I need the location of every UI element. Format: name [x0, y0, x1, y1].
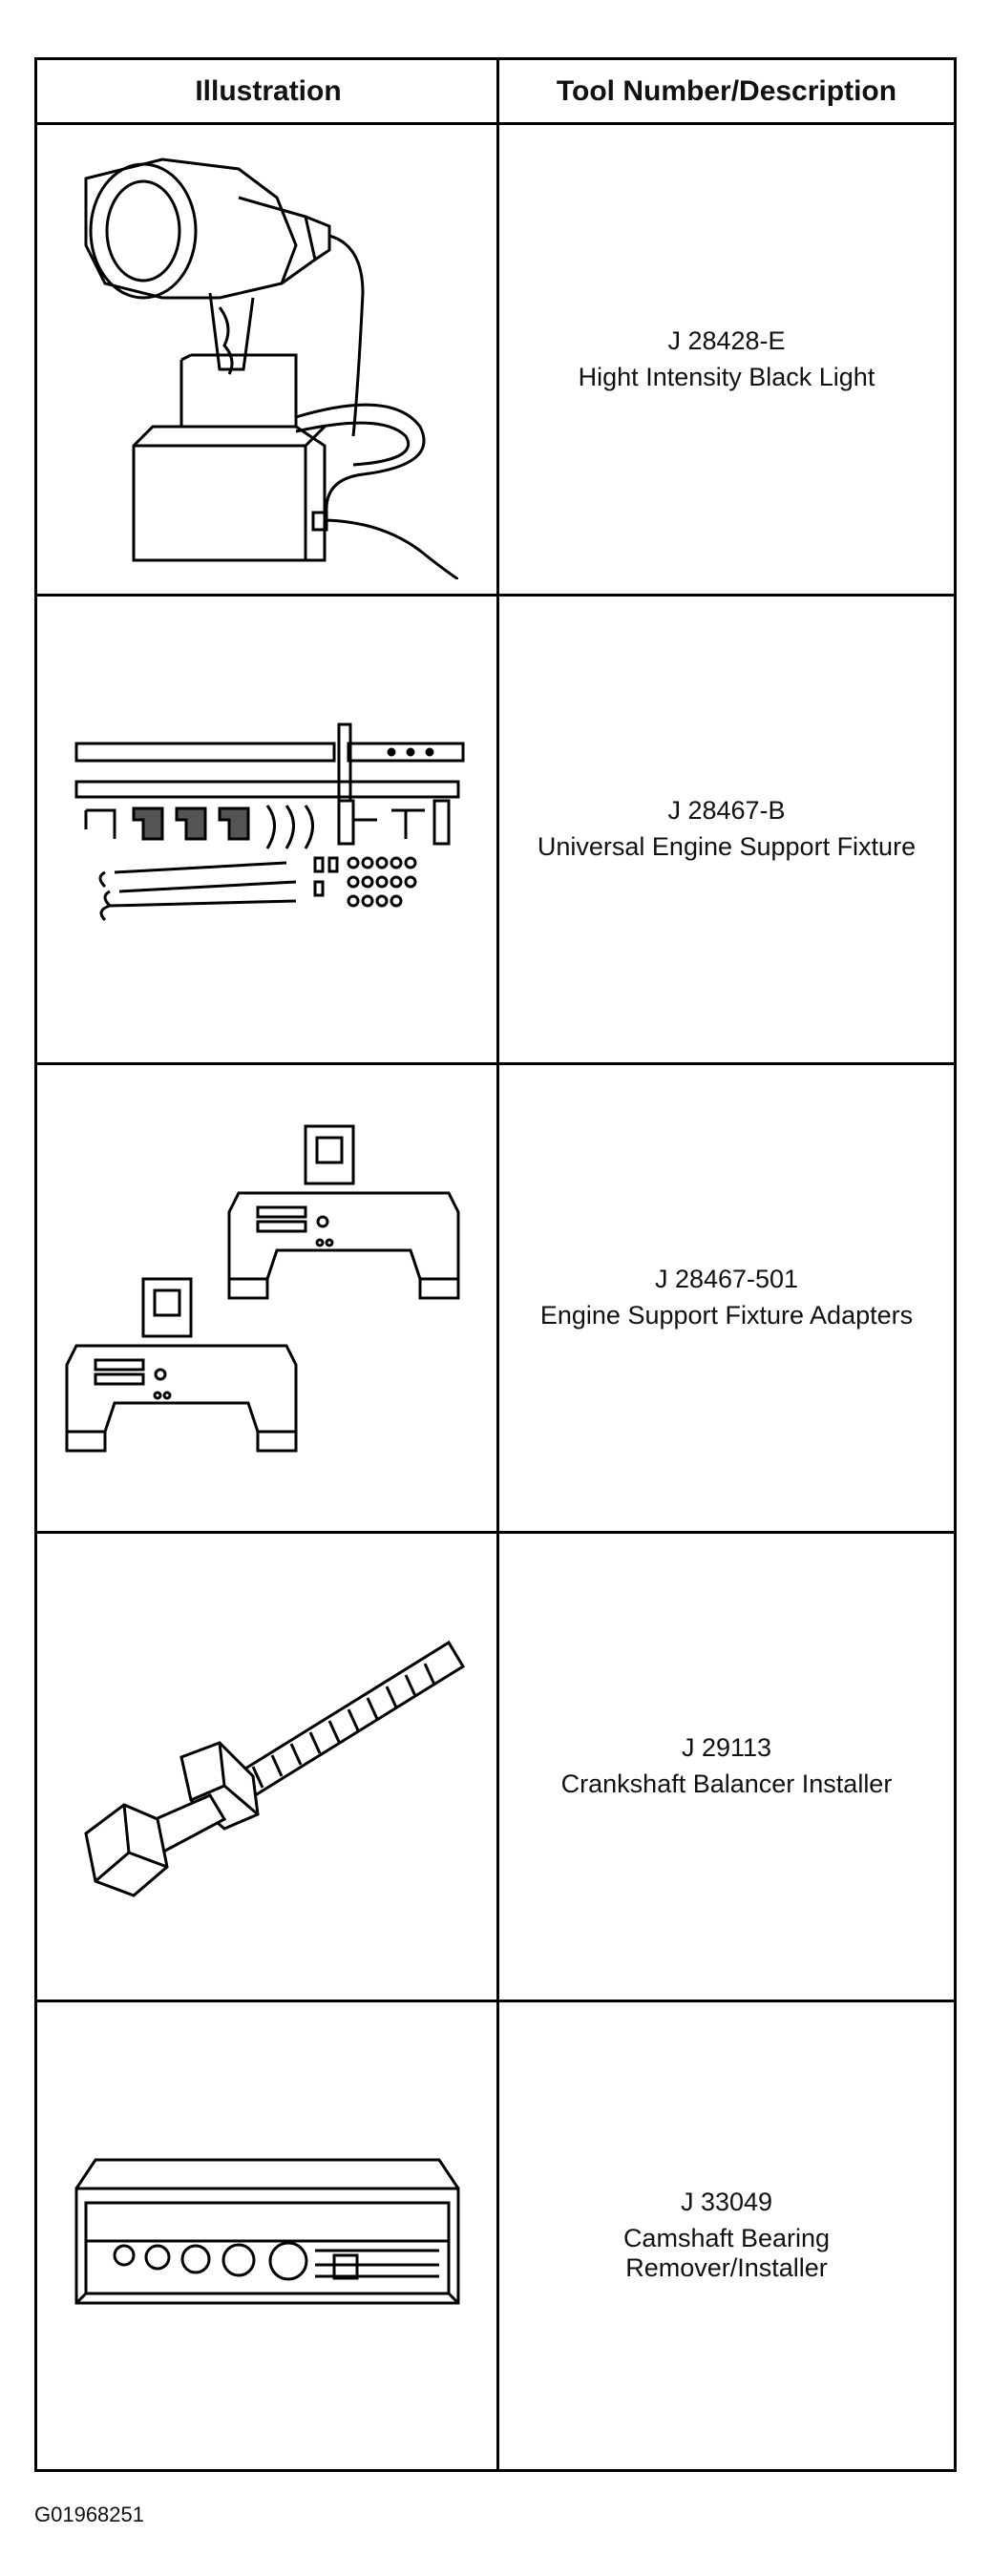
tool-description: Engine Support Fixture Adapters	[539, 1301, 914, 1330]
description-cell: J 29113 Crankshaft Balancer Installer	[499, 1534, 954, 2000]
header-tool-number-description: Tool Number/Description	[556, 74, 897, 107]
black-light-icon	[84, 157, 458, 579]
tool-description: Hight Intensity Black Light	[578, 362, 875, 391]
fixture-adapters-icon	[65, 1124, 459, 1453]
tool-number: J 29113	[681, 1733, 772, 1763]
illustration-cell	[37, 1534, 496, 2000]
table-row: J 28467-B Universal Engine Support Fixtu…	[37, 597, 954, 1065]
header-illustration: Illustration	[195, 74, 342, 107]
description-cell: J 28428-E Hight Intensity Black Light	[499, 125, 954, 594]
description-cell: J 33049 Camshaft Bearing Remover/Install…	[499, 2002, 954, 2469]
tool-number: J 28428-E	[667, 325, 786, 355]
tool-description: Crankshaft Balancer Installer	[560, 1770, 893, 1798]
illustration-cell	[37, 2002, 496, 2469]
tool-table: Illustration Tool Number/Description	[34, 57, 957, 2472]
illustration-cell	[37, 1065, 496, 1531]
illustration-cell	[37, 597, 496, 1062]
figure-code: G01968251	[34, 2503, 144, 2526]
engine-support-fixture-icon	[74, 723, 464, 922]
table-row: J 28428-E Hight Intensity Black Light	[37, 125, 954, 597]
table-row: J 29113 Crankshaft Balancer Installer	[37, 1534, 954, 2002]
bearing-tool-kit-icon	[74, 2158, 459, 2304]
tool-number: J 28467-501	[654, 1265, 799, 1294]
illustration-cell	[37, 125, 496, 594]
tool-number: J 28467-B	[667, 796, 786, 826]
column-divider	[496, 60, 499, 2469]
table-row: J 28467-501 Engine Support Fixture Adapt…	[37, 1065, 954, 1534]
table-header: Illustration Tool Number/Description	[37, 60, 954, 125]
tool-description: Universal Engine Support Fixture	[537, 832, 917, 861]
tool-description: Camshaft Bearing Remover/Installer	[622, 2223, 831, 2283]
tool-number: J 33049	[680, 2187, 773, 2216]
table-row: J 33049 Camshaft Bearing Remover/Install…	[37, 2002, 954, 2469]
description-cell: J 28467-501 Engine Support Fixture Adapt…	[499, 1065, 954, 1531]
balancer-installer-icon	[83, 1640, 465, 1897]
description-cell: J 28467-B Universal Engine Support Fixtu…	[499, 597, 954, 1062]
